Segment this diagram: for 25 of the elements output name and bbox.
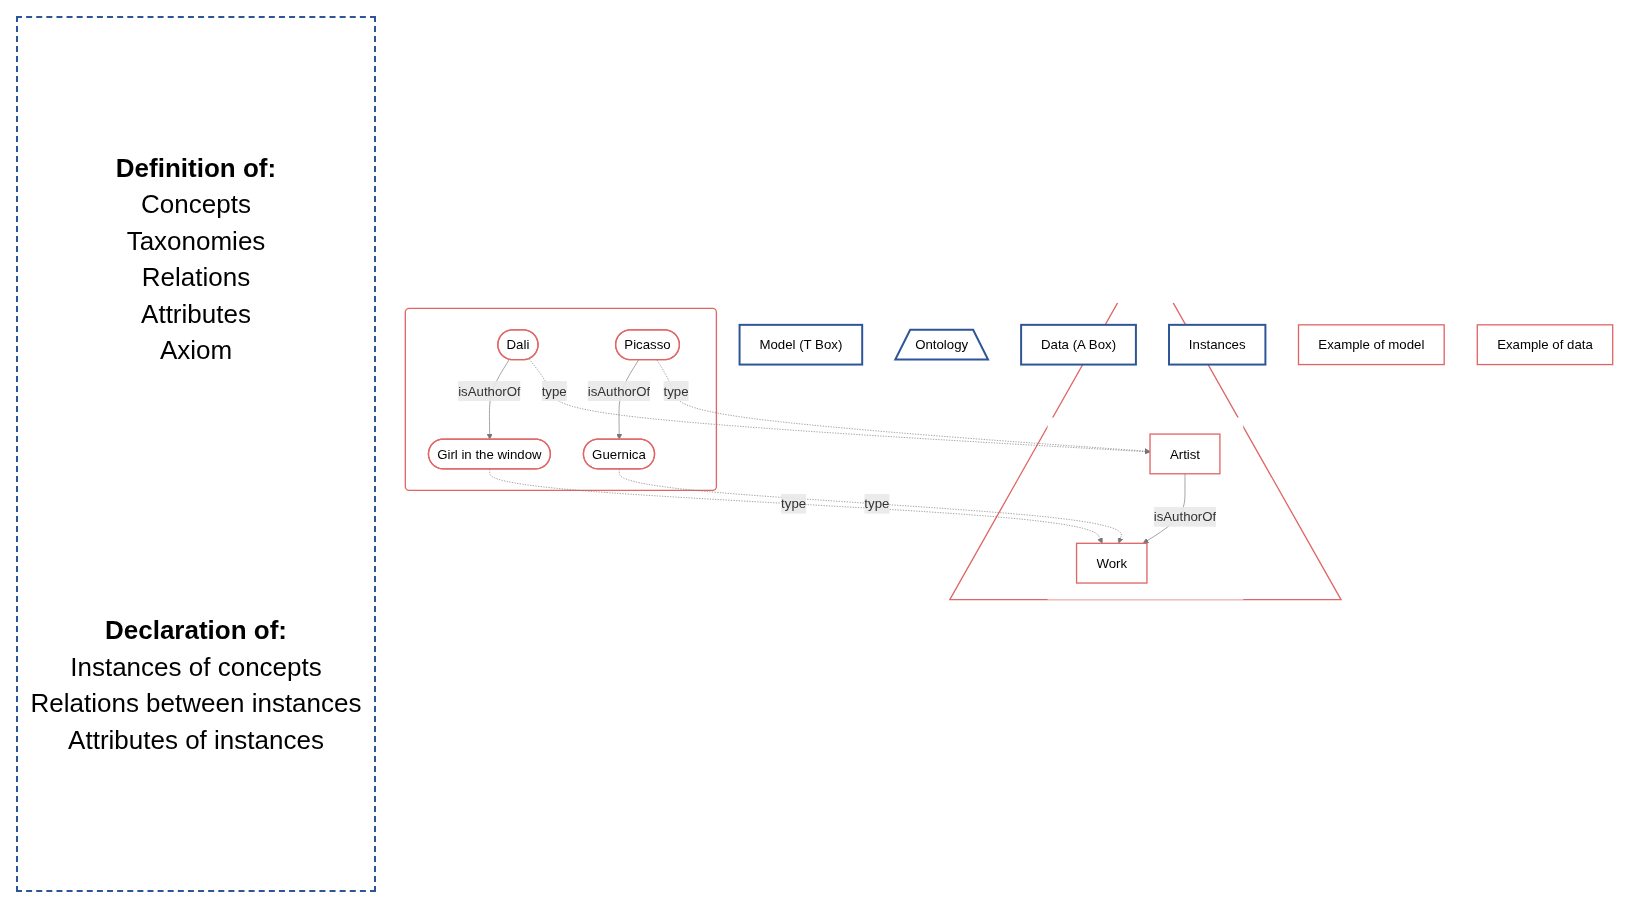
edge-label: isAuthorOf	[587, 383, 651, 399]
list-text: Instances of concepts	[69, 650, 323, 684]
node-box: Data (A Box)	[1020, 323, 1137, 366]
list-text: Taxonomies	[125, 224, 267, 258]
edge-label: type	[541, 383, 567, 399]
node-box: Model (T Box)	[738, 323, 864, 366]
node-box: Work	[1075, 542, 1148, 584]
list-text: Attributes	[140, 297, 252, 331]
heading-text: Declaration of:	[104, 614, 288, 648]
cluster	[404, 307, 718, 492]
list-text: Concepts	[140, 188, 252, 222]
list-text: Relations between instances	[29, 687, 363, 721]
edge-label: isAuthorOf	[458, 383, 521, 399]
edge-label: type	[781, 496, 807, 512]
list-text: Axiom	[158, 333, 234, 367]
node-box: Example of model	[1297, 324, 1445, 366]
list-text: Relations	[140, 261, 252, 295]
node-box: Artist	[1149, 433, 1221, 475]
node-box: Instances	[1168, 323, 1267, 366]
heading-text: Definition of:	[114, 152, 278, 185]
edge-label: type	[663, 383, 689, 399]
list-text: Attributes of instances	[67, 723, 325, 757]
node-box: Example of data	[1476, 324, 1614, 366]
edge-label: type	[864, 496, 890, 512]
edge-label: isAuthorOf	[1153, 509, 1217, 525]
